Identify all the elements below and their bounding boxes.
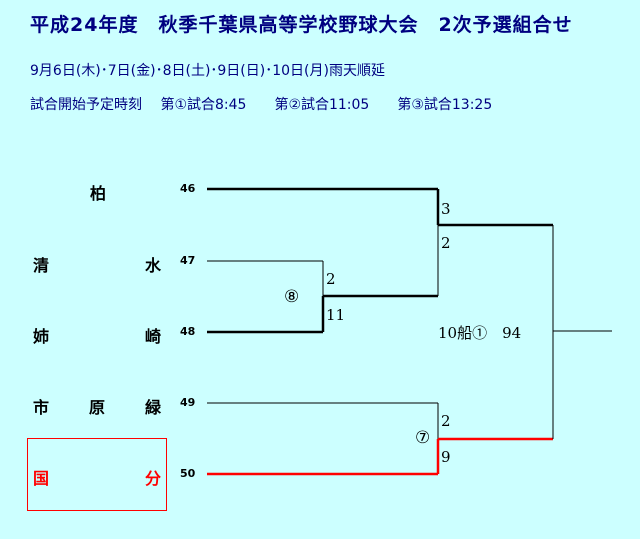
final-info: 10船① 94 <box>438 324 522 342</box>
team-49-name-left: 市 <box>33 398 50 417</box>
team-49-number: 49 <box>180 396 196 409</box>
team-48-number: 48 <box>180 325 196 338</box>
semi-score-top: 3 <box>441 200 451 218</box>
team-50-name-left: 国 <box>33 469 50 488</box>
highlight-box <box>27 438 167 511</box>
team-47-name-left: 清 <box>33 256 50 275</box>
semi-score-bottom: 2 <box>441 234 451 252</box>
schedule-note: 9月6日(木)･7日(金)･8日(土)･9日(日)･10日(月)雨天順延 <box>30 63 385 79</box>
team-49-name-mid: 原 <box>89 398 106 417</box>
team-50-name-right: 分 <box>145 469 162 488</box>
game-8-score-bottom: 11 <box>326 306 346 324</box>
start-times-note: 試合開始予定時刻 第①試合8:45 第②試合11:05 第③試合13:25 <box>30 97 493 113</box>
game-7-score-top: 2 <box>441 412 451 430</box>
page-title: 平成24年度 秋季千葉県高等学校野球大会 2次予選組合せ <box>30 14 573 36</box>
team-46-number: 46 <box>180 182 196 195</box>
team-47-number: 47 <box>180 254 196 267</box>
team-49-name-right: 緑 <box>145 398 162 417</box>
game-7-score-bottom: 9 <box>441 448 451 466</box>
game-7-label: ⑦ <box>415 428 431 448</box>
team-48-name-left: 姉 <box>33 327 50 346</box>
team-46-name: 柏 <box>90 184 107 203</box>
team-47-name-right: 水 <box>145 256 162 275</box>
team-48-name-right: 崎 <box>145 327 162 346</box>
game-8-score-top: 2 <box>326 270 336 288</box>
game-8-label: ⑧ <box>284 287 300 307</box>
team-50-number: 50 <box>180 467 196 480</box>
